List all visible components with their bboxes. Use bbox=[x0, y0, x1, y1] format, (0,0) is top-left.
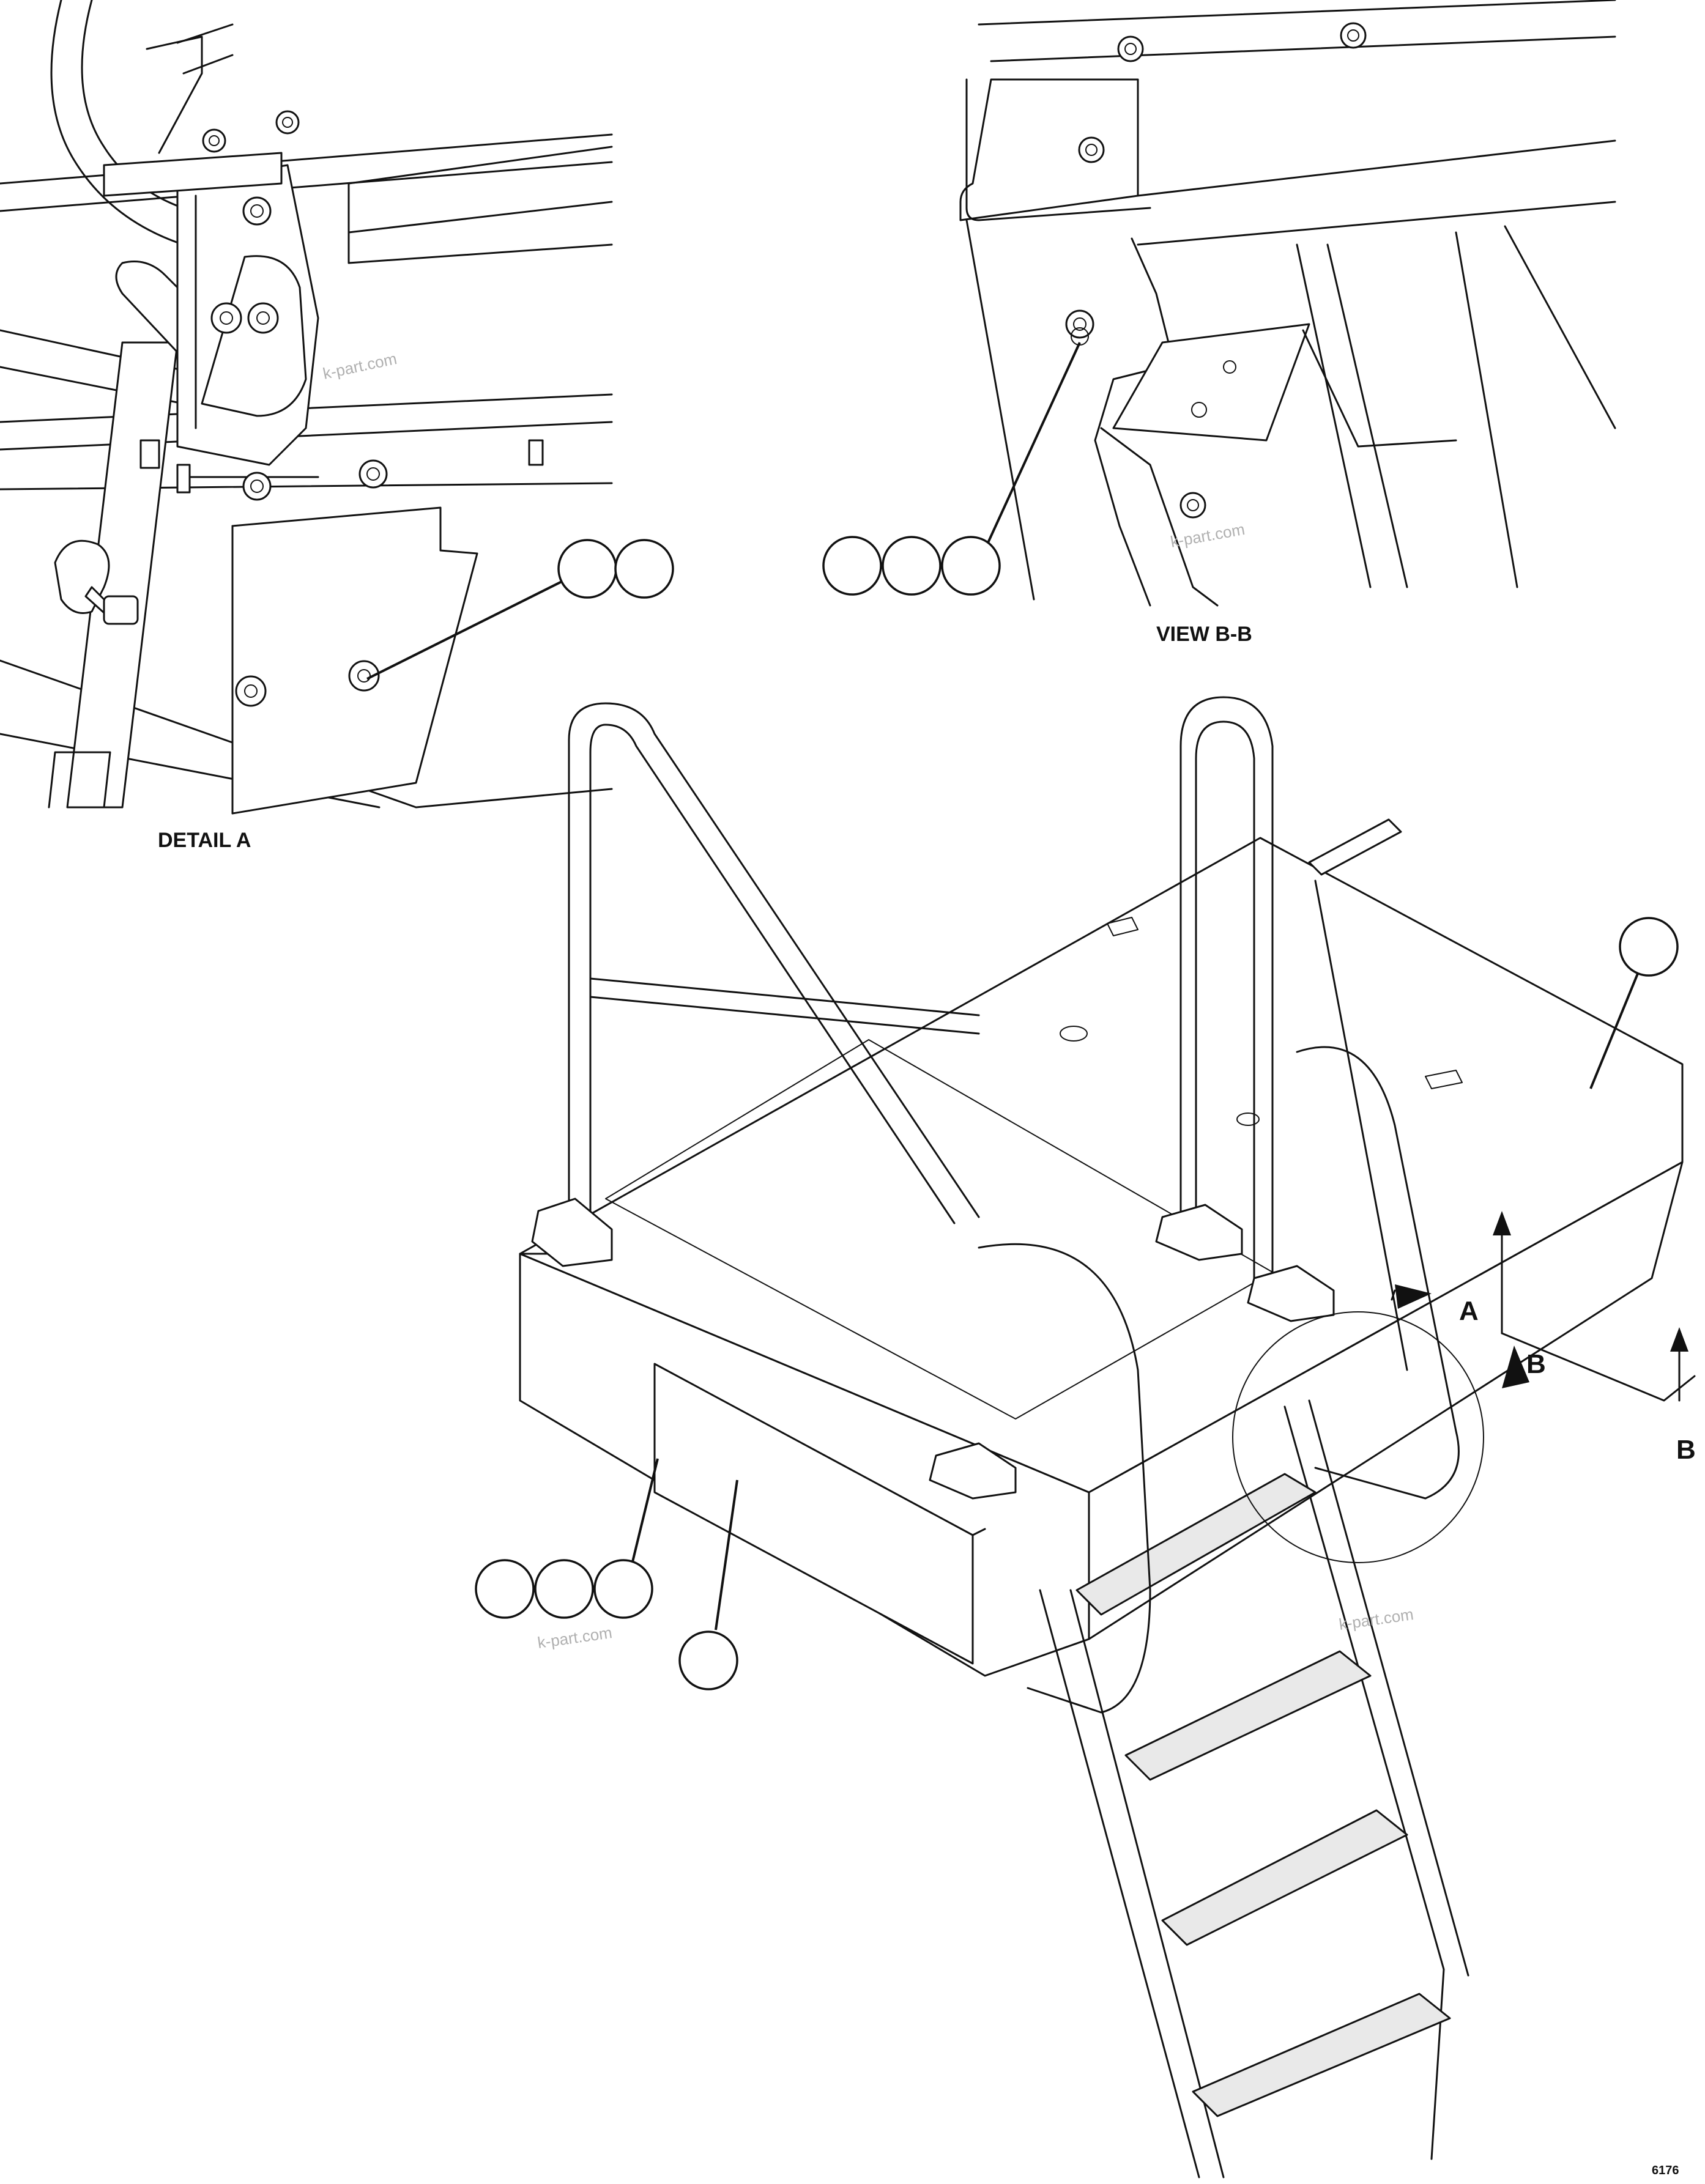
hex-bolt-icon bbox=[247, 302, 279, 334]
hex-bolt-icon bbox=[348, 660, 380, 692]
hex-nut-icon bbox=[1117, 35, 1144, 62]
callout-bubble bbox=[1619, 917, 1679, 977]
platform-assembly: A B B k-part.com k-part.com 6176 bbox=[475, 696, 1696, 2178]
arrow-up-icon bbox=[1493, 1211, 1511, 1235]
arrow-curved-icon bbox=[1502, 1346, 1529, 1388]
callout-bubble bbox=[614, 539, 674, 599]
section-a-label: A bbox=[1459, 1296, 1479, 1326]
callout-bubble bbox=[534, 1559, 594, 1619]
section-b2-label: B bbox=[1676, 1435, 1696, 1465]
figure-number: 6176 bbox=[1652, 2164, 1679, 2177]
section-b1-label: B bbox=[1526, 1349, 1546, 1379]
detail-a-view: k-part.com DETAIL A bbox=[0, 0, 674, 852]
detail-a-indicator bbox=[1232, 1311, 1484, 1563]
detail-a-label: DETAIL A bbox=[158, 829, 251, 852]
callout-bubble bbox=[822, 536, 882, 596]
callout-bubble bbox=[557, 539, 617, 599]
view-bb-label: VIEW B-B bbox=[1156, 623, 1252, 646]
watermark: k-part.com bbox=[537, 1623, 614, 1652]
watermark: k-part.com bbox=[1169, 520, 1246, 551]
watermark: k-part.com bbox=[1338, 1605, 1415, 1634]
hex-nut-icon bbox=[1179, 492, 1206, 519]
hex-bolt-icon bbox=[242, 196, 272, 226]
arrow-up-icon bbox=[1670, 1327, 1688, 1352]
stair-step bbox=[1192, 1993, 1451, 2117]
callout-bubble bbox=[593, 1559, 653, 1619]
stair-step bbox=[1124, 1650, 1372, 1781]
hex-nut-icon bbox=[1078, 136, 1105, 163]
hex-nut-icon bbox=[1340, 22, 1367, 49]
hex-bolt-icon bbox=[235, 675, 267, 707]
watermark: k-part.com bbox=[321, 349, 398, 383]
hex-bolt-icon bbox=[210, 302, 242, 334]
hex-bolt-icon bbox=[202, 128, 226, 153]
callout-bubble bbox=[678, 1631, 738, 1690]
hex-bolt-icon bbox=[358, 459, 388, 489]
hex-bolt-icon bbox=[1065, 309, 1094, 346]
hex-bolt-icon bbox=[242, 472, 272, 501]
callout-bubble bbox=[941, 536, 1001, 596]
section-arrow-icon bbox=[1395, 1284, 1432, 1309]
callout-bubble bbox=[882, 536, 942, 596]
stair-step bbox=[1161, 1809, 1408, 1946]
hex-bolt-icon bbox=[275, 110, 300, 135]
callout-bubble bbox=[475, 1559, 535, 1619]
view-bb-view: k-part.com VIEW B-B bbox=[822, 0, 1616, 646]
